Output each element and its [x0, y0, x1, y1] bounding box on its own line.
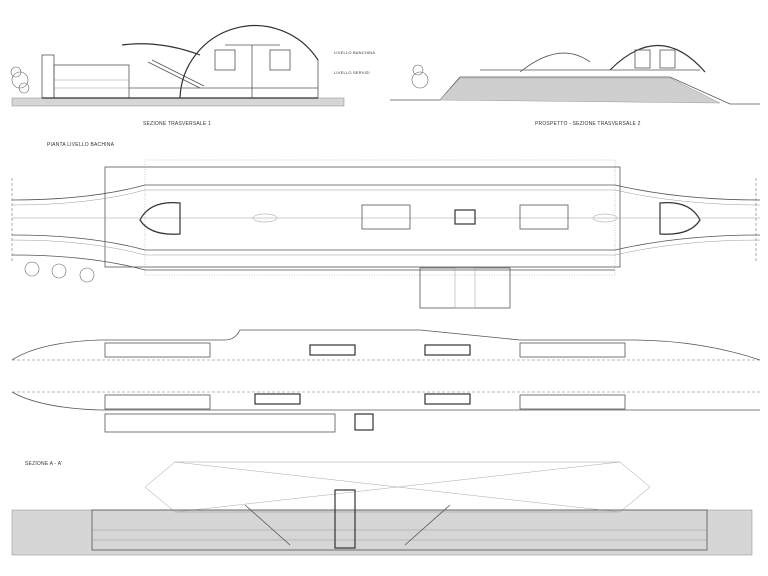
view-title-section-aa: SEZIONE A - A': [25, 461, 63, 467]
view-title-platform-plan: PIANTA LIVELLO BACHINA: [47, 142, 115, 148]
view-title-section-2: PROSPETTO - SEZIONE TRASVERSALE 2: [535, 121, 641, 127]
level-label-services: LIVELLO SERVIZI: [334, 70, 370, 75]
tree-icon: [10, 66, 30, 94]
tree-icon: [24, 261, 95, 283]
tree-icon: [411, 64, 429, 89]
section-1-drawing: [10, 25, 345, 107]
view-title-section-1: SEZIONE TRASVERSALE 1: [143, 121, 212, 127]
lower-plan-drawing: [11, 329, 761, 433]
platform-plan-drawing: [11, 159, 761, 309]
section-2-drawing: [390, 44, 760, 105]
level-label-platform: LIVELLO BANCHINA: [334, 50, 376, 55]
section-aa-drawing: [11, 461, 753, 556]
